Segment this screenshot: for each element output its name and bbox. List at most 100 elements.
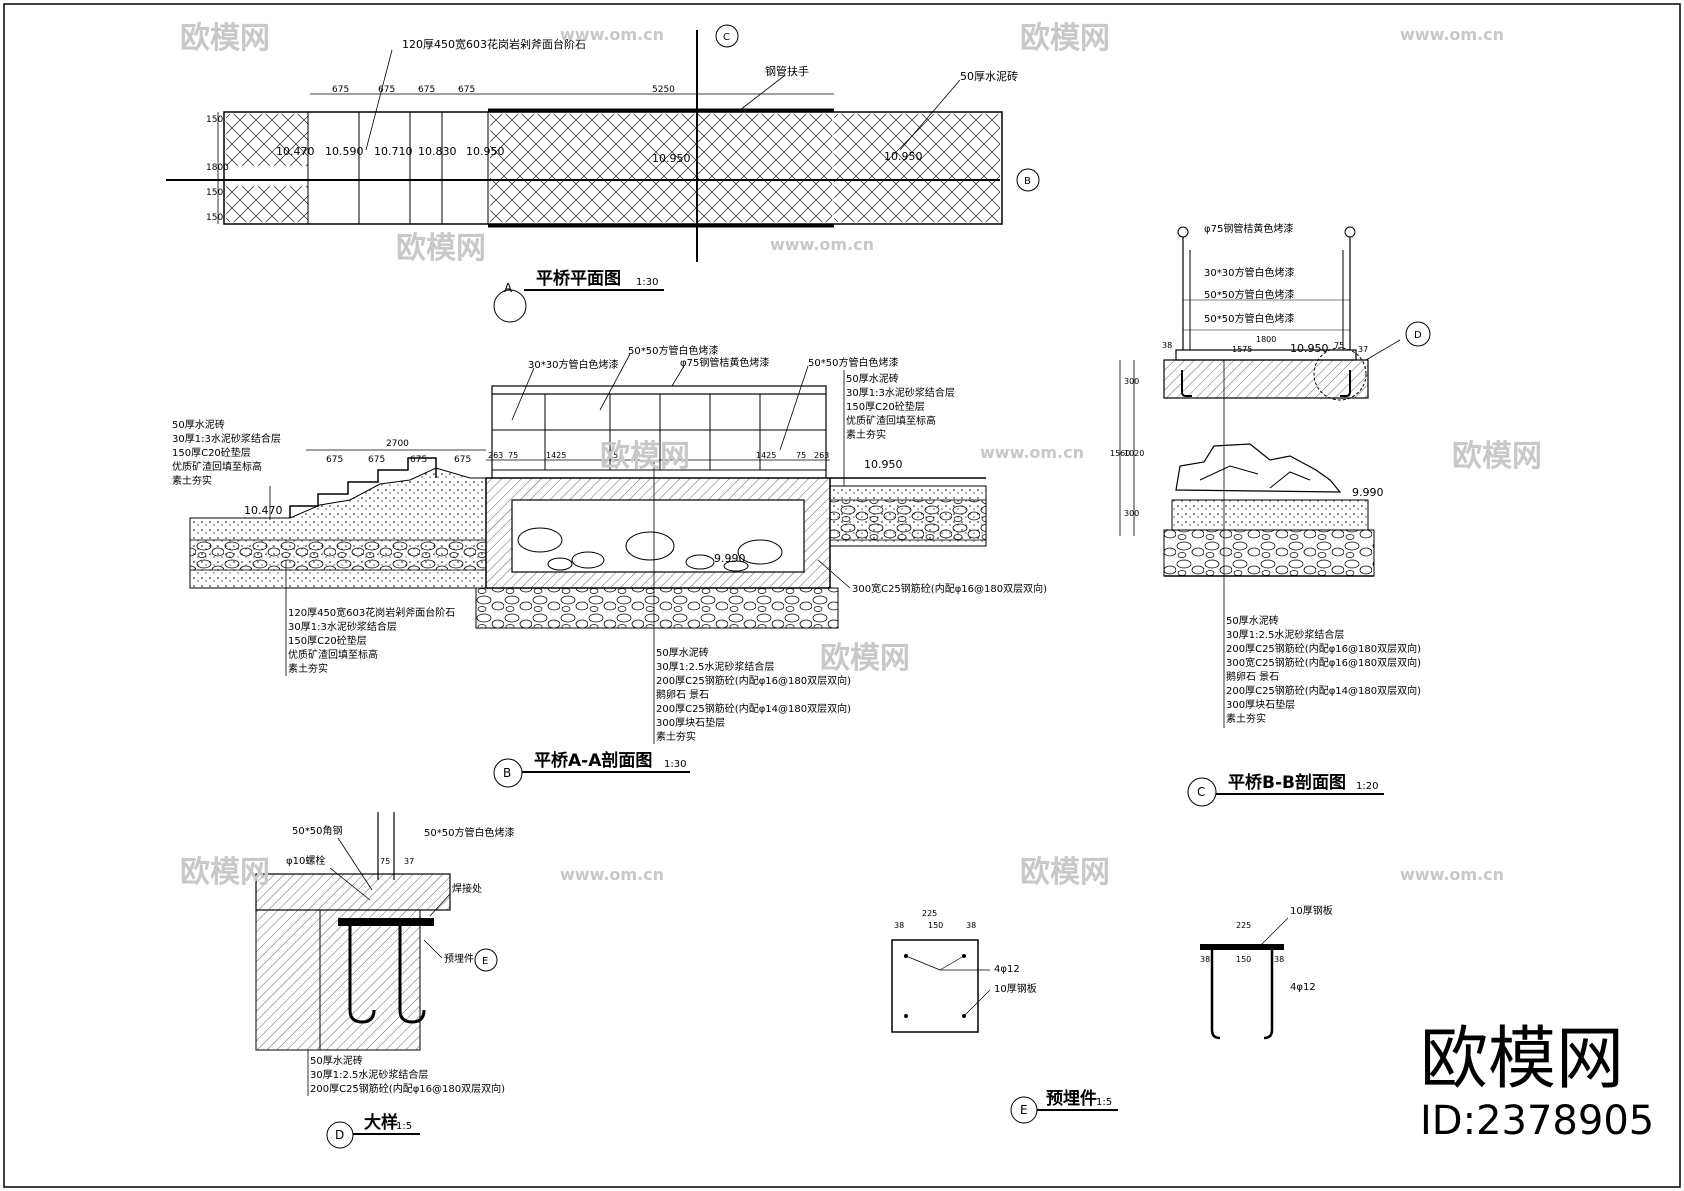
watermark-url-6: www.om.cn <box>1400 865 1504 884</box>
bb-elev-1: 10.950 <box>1290 342 1329 355</box>
bb-base-stone <box>1163 529 1375 577</box>
bb-layer-3: 200厚C25钢筋砼(内配φ16@180双层双向) <box>1226 642 1421 655</box>
aa-rail-label-2: 50*50方管白色烤漆 <box>628 344 718 357</box>
bb-mark: C <box>1197 785 1205 799</box>
embed-dim-1: 225 <box>922 909 937 918</box>
detail-slab <box>255 873 451 911</box>
detail-embed-plate <box>338 918 434 926</box>
aa-rail-label-4: 50*50方管白色烤漆 <box>808 356 898 369</box>
plan-dim-7: 1800 <box>206 163 229 173</box>
bb-dim-5: 37 <box>1358 345 1368 354</box>
embed-side-dim-1: 225 <box>1236 921 1251 930</box>
plan-callout-brick: 50厚水泥砖 <box>960 69 1018 83</box>
detail-layer-1: 50厚水泥砖 <box>310 1054 363 1067</box>
bb-vdim-3: 300 <box>1124 509 1139 518</box>
section-bb: φ75钢管桔黄色烤漆 30*30方管白色烤漆 50*50方管白色烤漆 50*50… <box>1110 222 1431 807</box>
aa-bottom-layer-5: 200厚C25钢筋砼(内配φ14@180双层双向) <box>656 702 851 715</box>
plan-cut-b-mark <box>1016 168 1040 192</box>
plan-callout-stair: 120厚450宽603花岗岩剁斧面台阶石 <box>402 37 586 51</box>
embed-side-label-1: 10厚钢板 <box>1290 904 1333 917</box>
aa-stair-layer-list: 120厚450宽603花岗岩剁斧面台阶石 30厚1:3水泥砂浆结合层 150厚C… <box>285 560 455 676</box>
aa-left-layer-4: 优质矿渣回填至标高 <box>172 460 262 473</box>
plan-elev-2: 10.590 <box>325 145 364 158</box>
aa-dim-1: 2700 <box>386 439 409 449</box>
plan-dim-8: 150 <box>206 188 223 198</box>
bb-scale: 1:20 <box>1356 781 1378 792</box>
bb-vdim-2: 1020 <box>1124 449 1144 458</box>
plan-dim-5: 5250 <box>652 85 675 95</box>
bb-top-beam <box>1163 359 1369 399</box>
plan-scale: 1:30 <box>636 277 658 288</box>
bb-vdim-4: 1560 <box>1110 449 1130 458</box>
aa-dim-5: 675 <box>454 455 471 465</box>
aa-right-layer-5: 素土夯实 <box>846 428 886 441</box>
aa-stair-layer-2: 30厚1:3水泥砂浆结合层 <box>288 620 397 633</box>
aa-elev-1: 10.470 <box>244 504 283 517</box>
bb-dim-1: 38 <box>1162 341 1172 350</box>
bb-layer-6: 200厚C25钢筋砼(内配φ14@180双层双向) <box>1226 684 1421 697</box>
detail-wall-right <box>319 909 421 1051</box>
watermark: 欧模网 欧模网 欧模网 欧模网 欧模网 欧模网 欧模网 欧模网 www.om.c… <box>180 21 1654 1144</box>
embed-dim-4: 38 <box>966 921 976 930</box>
plan-callout-handrail: 钢管扶手 <box>765 64 809 78</box>
aa-left-layer-3: 150厚C20砼垫层 <box>172 446 251 459</box>
detail-layer-list: 50厚水泥砖 30厚1:2.5水泥砂浆结合层 200厚C25钢筋砼(内配φ16@… <box>307 1050 505 1096</box>
aa-left-layer-list: 50厚水泥砖 30厚1:3水泥砂浆结合层 150厚C20砼垫层 优质矿渣回填至标… <box>172 418 281 520</box>
bb-layer-list: 50厚水泥砖 30厚1:2.5水泥砂浆结合层 200厚C25钢筋砼(内配φ16@… <box>1223 360 1421 728</box>
plan-cut-c: C <box>723 32 730 43</box>
plan-dim-2: 675 <box>378 85 395 95</box>
plan-view: 675 675 675 675 5250 150 1800 150 150 10… <box>166 24 1040 323</box>
plan-elev-6: 10.950 <box>652 152 691 165</box>
section-aa: 2700 675 675 675 675 263 75 1425 75 1425… <box>172 344 1047 788</box>
bb-deck-slab <box>1175 349 1357 361</box>
plan-outline <box>223 111 1003 225</box>
aa-left-layer-1: 50厚水泥砖 <box>172 418 225 431</box>
bb-layer-1: 50厚水泥砖 <box>1226 614 1279 627</box>
aa-dim-7: 75 <box>508 451 518 460</box>
detail-scale: 1:5 <box>396 1121 412 1132</box>
plan-elev-7: 10.950 <box>884 150 923 163</box>
detail-dim-1: 75 <box>380 857 390 866</box>
aa-right-layer-1: 50厚水泥砖 <box>846 372 899 385</box>
detail-label-3: 50*50方管白色烤漆 <box>424 826 514 839</box>
bb-detail-circle <box>1405 321 1431 347</box>
watermark-brand-3: 欧模网 <box>396 231 486 266</box>
aa-stair-layer-4: 优质矿渣回填至标高 <box>288 648 378 661</box>
embed-side-dim-4: 38 <box>1274 955 1284 964</box>
aa-wall-note: 300宽C25钢筋砼(内配φ16@180双层双向) <box>852 582 1047 595</box>
bb-dim-2: 1800 <box>1256 335 1276 344</box>
aa-elev-3: 9.990 <box>714 552 746 565</box>
embed-dim-3: 150 <box>928 921 943 930</box>
plan-dim-1: 675 <box>332 85 349 95</box>
plan-title: 平桥平面图 <box>536 269 621 289</box>
detail-mark: D <box>335 1128 344 1142</box>
aa-dim-12: 263 <box>814 451 829 460</box>
embed-dim-2: 38 <box>894 921 904 930</box>
aa-dim-10: 1425 <box>756 451 776 460</box>
aa-bottom-layer-1: 50厚水泥砖 <box>656 646 709 659</box>
bb-base-slab <box>1171 499 1369 531</box>
detail-ref-mark: E <box>482 956 488 967</box>
bb-elev-2: 9.990 <box>1352 486 1384 499</box>
plan-bridge-deck <box>490 114 832 222</box>
aa-stair-layer-1: 120厚450宽603花岗岩剁斧面台阶石 <box>288 606 455 619</box>
aa-bottom-layer-list: 50厚水泥砖 30厚1:2.5水泥砂浆结合层 200厚C25钢筋砼(内配φ16@… <box>653 460 851 744</box>
bb-rocks <box>1175 443 1342 493</box>
detail-wall-left <box>255 909 321 1051</box>
watermark-url-4: www.om.cn <box>980 443 1084 462</box>
watermark-url-3: www.om.cn <box>770 235 874 254</box>
aa-top-rail <box>491 385 827 395</box>
aa-rail-label-1: 30*30方管白色烤漆 <box>528 358 618 371</box>
aa-right-layer-2: 30厚1:3水泥砂浆结合层 <box>846 386 955 399</box>
watermark-id: ID:2378905 <box>1420 1098 1654 1144</box>
bb-detail-ring <box>1313 347 1367 401</box>
plan-elev-1: 10.470 <box>276 145 315 158</box>
aa-dim-2: 675 <box>326 455 343 465</box>
embed-plate-side <box>1200 944 1284 950</box>
watermark-brand-6: 欧模网 <box>820 641 910 676</box>
bb-layer-2: 30厚1:2.5水泥砂浆结合层 <box>1226 628 1344 641</box>
aa-left-layer-2: 30厚1:3水泥砂浆结合层 <box>172 432 281 445</box>
aa-dim-3: 675 <box>368 455 385 465</box>
detail-label-4: 焊接处 <box>452 882 482 895</box>
aa-bottom-layer-2: 30厚1:2.5水泥砂浆结合层 <box>656 660 774 673</box>
